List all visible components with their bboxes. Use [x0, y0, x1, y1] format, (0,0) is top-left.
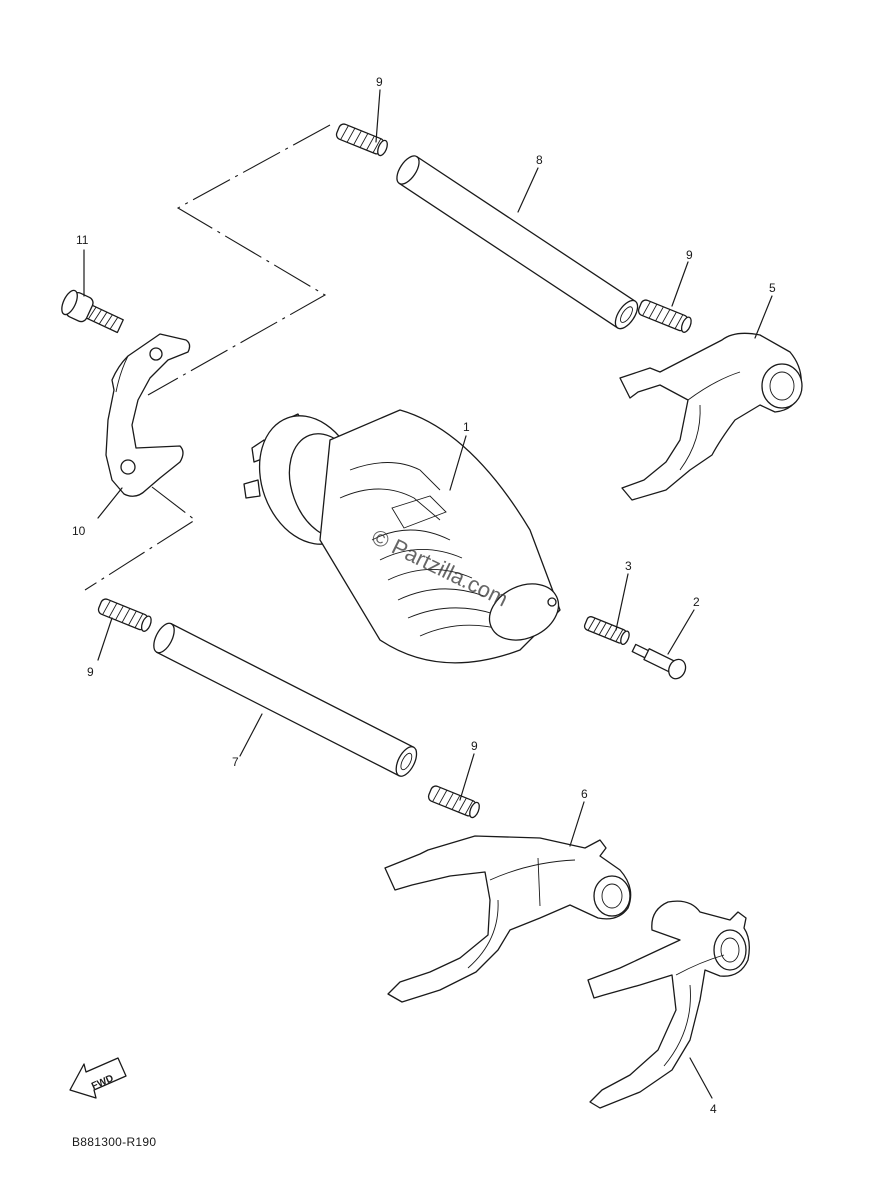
part-1-shift-drum[interactable]: [242, 402, 567, 664]
leader-lines: [83, 89, 773, 1099]
assembly-guide-lines: [84, 124, 331, 591]
callout-11: 11: [76, 233, 89, 247]
part-9-spring-lower-right[interactable]: [427, 785, 481, 819]
part-8-shift-shaft[interactable]: [392, 152, 641, 332]
callout-9-right: 9: [686, 248, 693, 262]
callout-6: 6: [581, 787, 588, 801]
callout-3: 3: [625, 559, 632, 573]
callout-2: 2: [693, 595, 700, 609]
part-2-pin[interactable]: [630, 639, 689, 682]
part-7-shift-shaft[interactable]: [150, 620, 421, 779]
part-11-bolt[interactable]: [59, 288, 126, 338]
part-9-spring-top[interactable]: [335, 123, 389, 157]
callout-9-lower-right: 9: [471, 739, 478, 753]
callout-9-lower-left: 9: [87, 665, 94, 679]
part-10-stopper-plate[interactable]: [105, 333, 191, 497]
callout-1: 1: [463, 420, 470, 434]
part-3-spring[interactable]: [583, 616, 630, 646]
callout-7: 7: [232, 755, 239, 769]
part-6-shift-fork[interactable]: [384, 835, 632, 1003]
part-5-shift-fork[interactable]: [619, 332, 803, 501]
callout-5: 5: [769, 281, 776, 295]
callout-labels: 1 2 3 4 5 6 7 8 9 9 9 9 10 11: [72, 75, 776, 1116]
part-9-spring-lower-left[interactable]: [97, 598, 153, 633]
callout-4: 4: [710, 1102, 717, 1116]
callout-9-top: 9: [376, 75, 383, 89]
callout-10: 10: [72, 524, 86, 538]
fwd-arrow-icon: FWD: [69, 1057, 127, 1099]
part-4-shift-fork[interactable]: [587, 900, 750, 1109]
part-9-spring-right[interactable]: [637, 299, 693, 334]
diagram-code: B881300-R190: [72, 1135, 156, 1149]
callout-8: 8: [536, 153, 543, 167]
